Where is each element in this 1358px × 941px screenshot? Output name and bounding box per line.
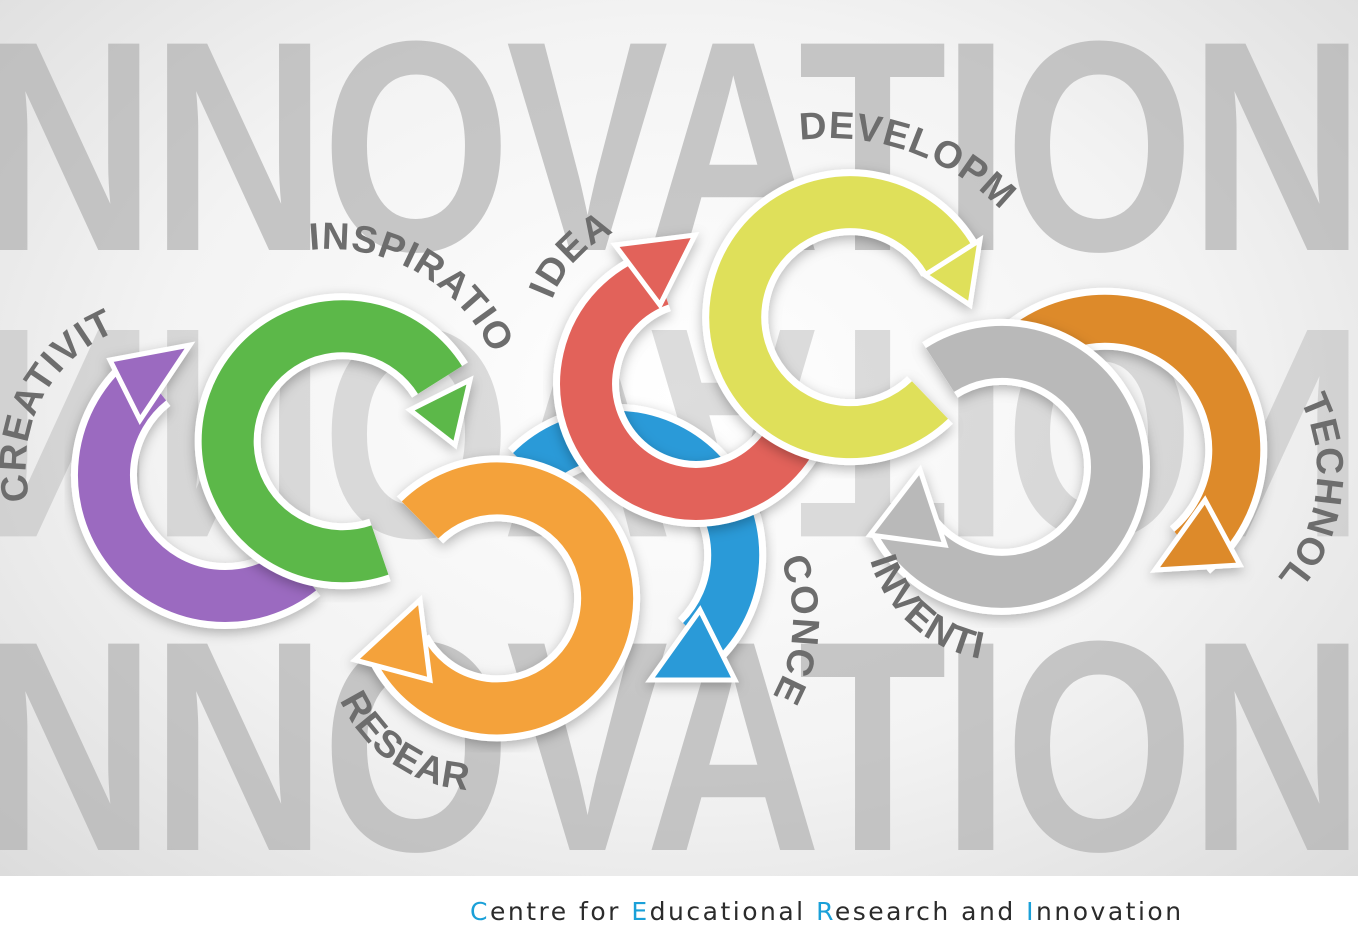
- initial-e: E: [631, 897, 650, 926]
- initial-r: R: [816, 897, 835, 926]
- innovation-illustration: NNOVATION NNOVATION NNOVATION: [0, 0, 1358, 876]
- inspiration-arrow: [194, 293, 474, 590]
- word-centre-rest: entre for: [489, 897, 632, 926]
- idea-arrow: [553, 231, 832, 527]
- invention-arrow: [865, 318, 1150, 615]
- footer: [0, 876, 1358, 941]
- initial-c: C: [470, 897, 490, 926]
- development-arrow: [702, 169, 984, 466]
- creativity-arrow: [70, 341, 321, 630]
- word-research-rest: esearch and: [834, 897, 1027, 926]
- initial-i: I: [1026, 897, 1037, 926]
- technology-arrow: [999, 287, 1268, 574]
- research-arrow: [349, 455, 641, 742]
- organization-name: Centre for Educational Research and Inno…: [470, 897, 1184, 926]
- word-educational-rest: ducational: [649, 897, 817, 926]
- word-innovation-rest: nnovation: [1036, 897, 1184, 926]
- cycle-diagram: NNOVATION NNOVATION NNOVATION: [0, 0, 1358, 876]
